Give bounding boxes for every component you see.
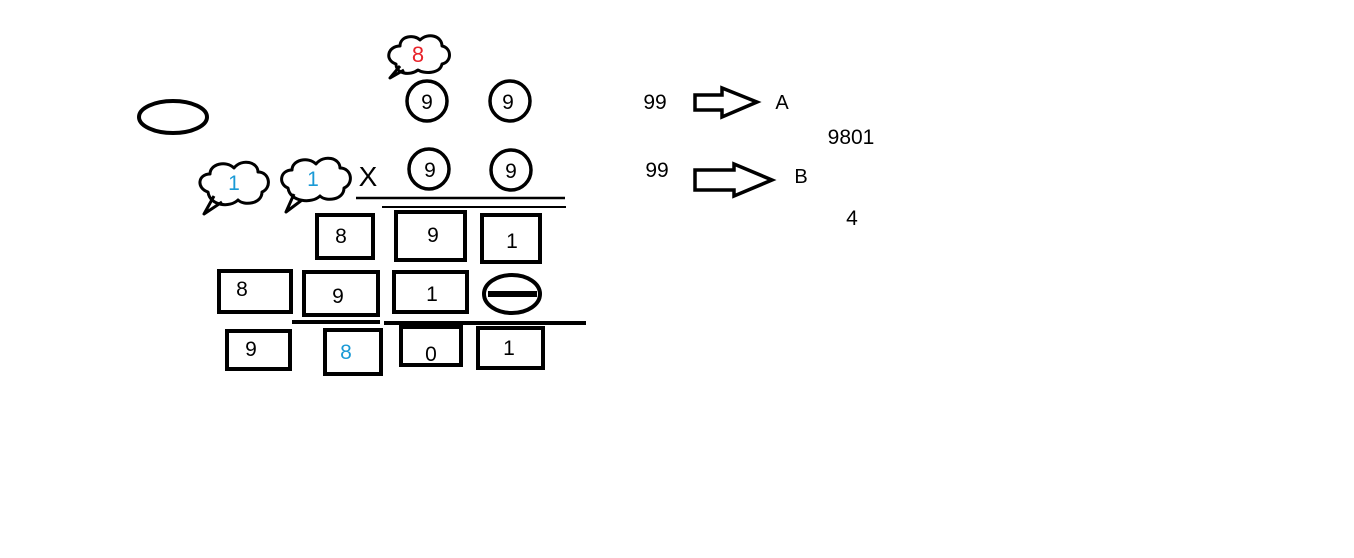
product-value: 9801 [828,126,875,149]
digit-count: 4 [846,207,858,230]
mapping-row-b: 99 B [645,159,808,199]
mapping-label: B [794,166,807,188]
cloud-shape [387,34,451,80]
multiplier-digit: 9 [424,159,436,182]
result-digit: 0 [425,343,437,366]
ellipse-icon [137,99,209,135]
digit-box [399,325,463,367]
digit-box [315,213,375,260]
right-arrow-icon [693,85,762,120]
mapping-label: A [775,92,789,114]
mapping-row-a: 99 A [643,85,789,120]
digit-box [480,213,542,264]
digit-box [217,269,293,314]
multiplicand-digit: 9 [421,91,433,114]
cloud-shape [280,156,352,214]
result-digit: 9 [245,338,257,361]
multiplier-digit: 9 [505,160,517,183]
right-arrow-icon [693,161,777,199]
multiplicand-row: 9 9 [405,79,532,123]
partial-digit: 1 [506,230,518,253]
digit-circle [405,79,449,123]
partial-digit: 9 [332,285,344,308]
partial-digit: 8 [335,225,347,248]
result-digit-highlighted: 8 [340,341,352,364]
partial-digit: 9 [427,224,439,247]
multiplicand-digit: 9 [502,91,514,114]
carry-cloud-blue: 1 [198,160,270,216]
mapping-value: 99 [645,159,668,182]
carry-cloud-red: 8 [387,34,451,80]
carry-cloud-blue: 1 [280,156,352,214]
mapping-value: 99 [643,91,666,114]
partial-row-1: 8 9 1 [315,210,542,264]
digit-box [323,328,383,376]
digit-circle [489,148,533,192]
multiplier-row: X 9 9 [359,147,533,192]
digit-circle [488,79,532,123]
result-digit: 1 [503,337,515,360]
digit-box [302,270,380,317]
partial-digit: 1 [426,283,438,306]
digit-box [476,326,545,370]
digit-box [394,210,467,262]
partial-row-2: 8 9 1 [217,269,542,317]
cloud-shape [198,160,270,216]
partial-digit: 8 [236,278,248,301]
carry-digit-blue: 1 [228,172,240,195]
minus-circle-icon [482,273,542,315]
carry-digit-red: 8 [412,42,424,67]
digit-box [392,270,469,314]
digit-box [225,329,292,371]
carry-digit-blue: 1 [307,168,319,191]
result-row: 9 8 0 1 [225,325,545,376]
digit-circle [407,147,451,191]
multiply-sign: X [359,161,378,192]
placeholder-ellipse [482,273,542,315]
